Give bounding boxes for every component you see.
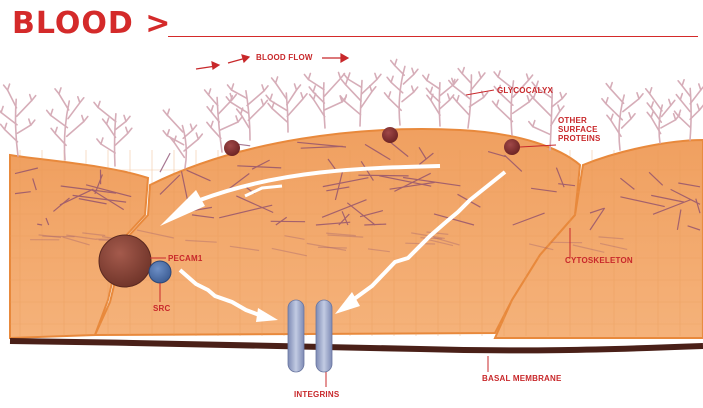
title-rule: [168, 36, 698, 37]
glycocalyx-strand: [304, 73, 346, 129]
glycocalyx-strand: [340, 73, 381, 126]
blood-flow-arrow-1: [196, 62, 219, 69]
glycocalyx-strand: [423, 74, 458, 126]
glycocalyx-strand: [226, 84, 268, 140]
cytoskeleton-label: CYTOSKELETON: [565, 256, 633, 265]
glycocalyx-strand: [646, 88, 680, 143]
glycocalyx-strand: [493, 71, 534, 135]
glycocalyx-strand: [163, 109, 202, 168]
glycocalyx-strand: [675, 80, 703, 140]
cytoskeleton-filament: [358, 175, 408, 176]
pecam1-protein: [99, 235, 151, 287]
integrin-right: [316, 300, 332, 372]
glycocalyx-strand: [94, 101, 132, 166]
blood-flow-arrow-2: [228, 55, 249, 63]
glycocalyx-strand: [47, 88, 88, 160]
glycocalyx-strand: [385, 60, 418, 126]
pecam1-label: PECAM1: [168, 254, 203, 263]
glycocalyx-strand: [449, 68, 488, 128]
glycocalyx-strand: [0, 84, 36, 156]
blood-flow-label: BLOOD FLOW: [256, 53, 313, 62]
glycocalyx-label: GLYCOCALYX: [497, 86, 553, 95]
glycocalyx-strand: [266, 77, 307, 132]
surface-protein: [504, 139, 520, 155]
blood-flow-arrow-3: [322, 54, 348, 62]
integrins-label: INTEGRINS: [294, 390, 339, 399]
basal-membrane: [10, 341, 703, 350]
surface-protein: [224, 140, 240, 156]
src-label: SRC: [153, 304, 171, 313]
page-title: BLOOD >: [12, 6, 171, 41]
other-surface-proteins-label: OTHER SURFACE PROTEINS: [558, 116, 610, 143]
cytoskeleton-filament: [160, 153, 170, 172]
surface-protein: [382, 127, 398, 143]
basal-membrane-label: BASAL MEMBRANE: [482, 374, 562, 383]
src-protein: [149, 261, 171, 283]
integrin-left: [288, 300, 304, 372]
